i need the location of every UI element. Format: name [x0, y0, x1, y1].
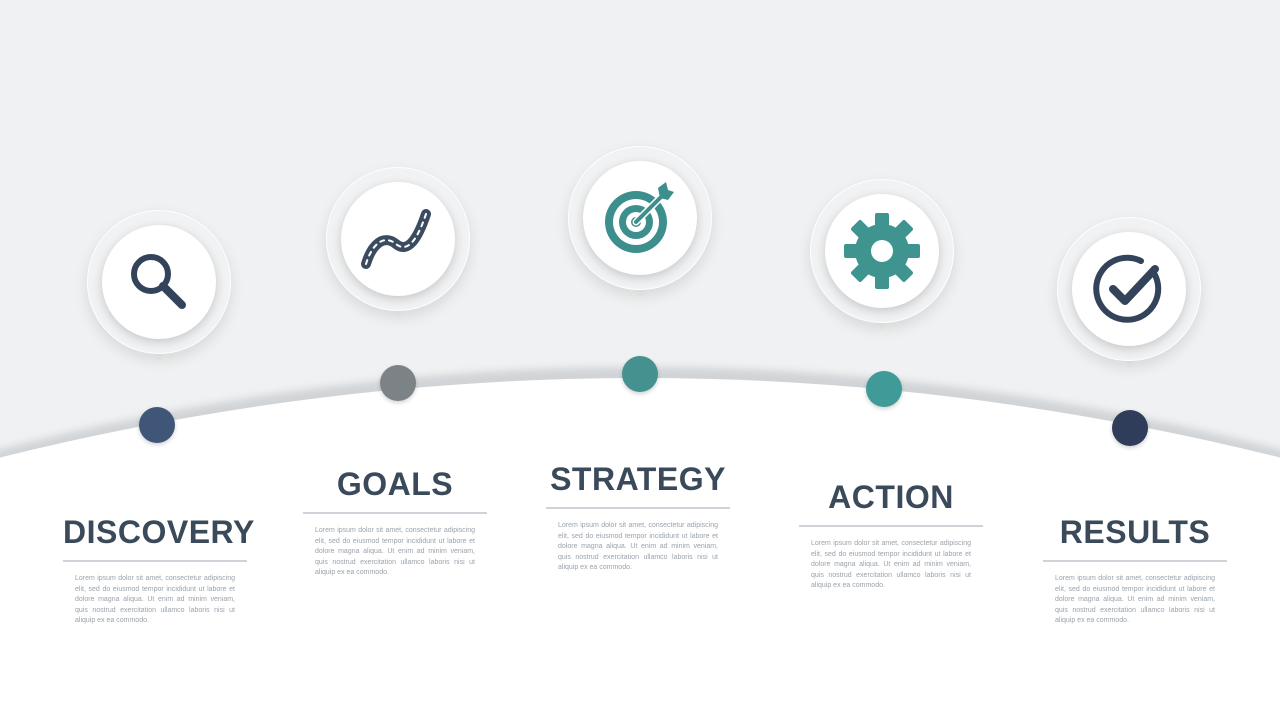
milestone-dot-goals [380, 365, 416, 401]
step-results: RESULTS Lorem ipsum dolor sit amet, cons… [1043, 514, 1227, 627]
divider [546, 507, 730, 509]
icon-badge-goals [341, 182, 455, 296]
pin-results [1057, 217, 1201, 387]
step-goals: GOALS Lorem ipsum dolor sit amet, consec… [303, 466, 487, 579]
step-title: GOALS [336, 466, 454, 502]
step-title: DISCOVERY [63, 514, 255, 550]
step-description: Lorem ipsum dolor sit amet, consectetur … [558, 522, 718, 571]
icon-badge-action [825, 194, 939, 308]
divider [303, 512, 487, 514]
target-icon [605, 182, 674, 253]
divider [799, 525, 983, 527]
road-path-icon [361, 209, 431, 269]
step-description: Lorem ipsum dolor sit amet, consectetur … [75, 575, 235, 624]
step-description: Lorem ipsum dolor sit amet, consectetur … [315, 527, 475, 576]
divider [63, 560, 247, 562]
icon-badge-strategy [583, 161, 697, 275]
milestone-dot-action [866, 371, 902, 407]
icon-badge-results [1072, 232, 1186, 346]
check-circle-icon [1093, 254, 1162, 323]
icon-badge-discovery [102, 225, 216, 339]
step-strategy: STRATEGY Lorem ipsum dolor sit amet, con… [546, 461, 730, 574]
pin-strategy [568, 146, 712, 316]
milestone-dot-discovery [139, 407, 175, 443]
pin-goals [326, 167, 470, 337]
step-description: Lorem ipsum dolor sit amet, consectetur … [811, 540, 971, 589]
step-discovery: DISCOVERY Lorem ipsum dolor sit amet, co… [63, 514, 255, 627]
step-title: RESULTS [1059, 514, 1211, 550]
divider [1043, 560, 1227, 562]
magnifier-icon [131, 254, 186, 309]
milestone-dot-results [1112, 410, 1148, 446]
step-description: Lorem ipsum dolor sit amet, consectetur … [1055, 575, 1215, 624]
step-action: ACTION Lorem ipsum dolor sit amet, conse… [799, 479, 983, 592]
pin-discovery [87, 210, 231, 380]
pin-action [810, 179, 954, 349]
step-title: ACTION [828, 479, 954, 515]
step-title: STRATEGY [550, 461, 726, 497]
gear-icon [844, 213, 920, 289]
milestone-dot-strategy [622, 356, 658, 392]
